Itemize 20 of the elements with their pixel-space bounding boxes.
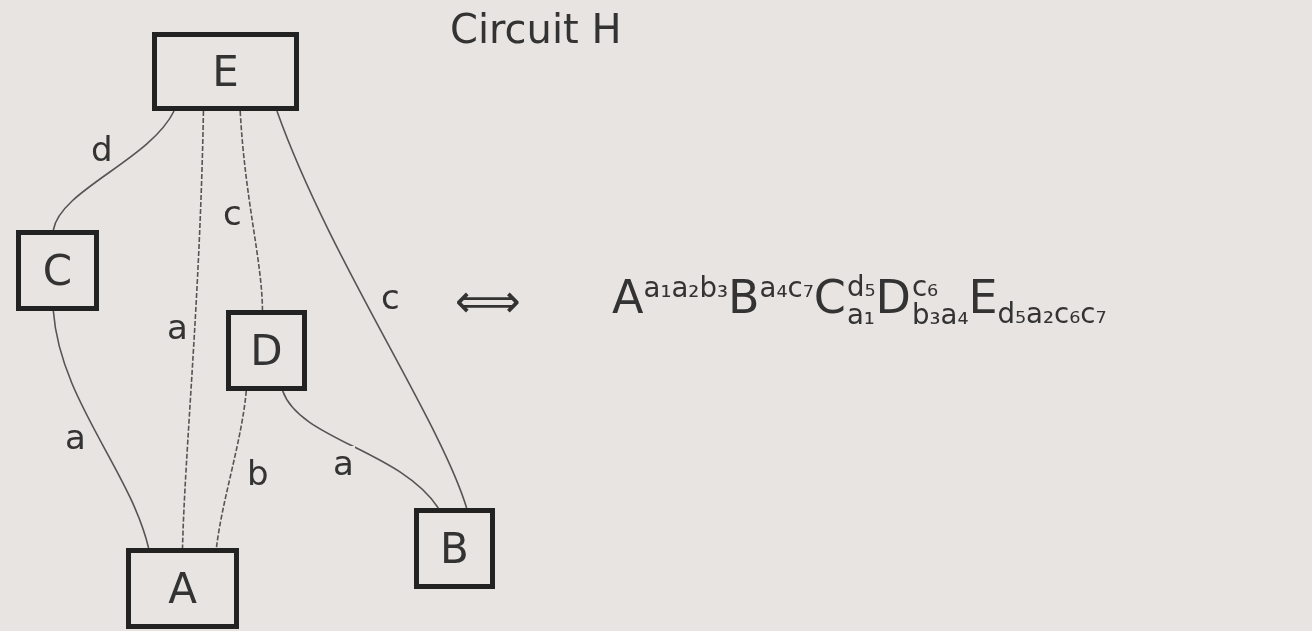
connector-line xyxy=(239,110,264,311)
node-label: A xyxy=(168,564,197,613)
node-box xyxy=(226,310,307,391)
connector-line xyxy=(181,110,205,549)
node-box xyxy=(126,548,239,629)
node-box xyxy=(16,230,99,311)
equivalence-symbol: ⟺ xyxy=(455,274,521,328)
node-label: D xyxy=(250,326,283,375)
node-label: C xyxy=(42,246,73,295)
node-label: B xyxy=(440,524,469,573)
formula: A$^{a₁a₂b₃}$B$^{a₄c₇}$C$^{d₅}$$_{a₁}$D$^{c₆}$$_{b₃a₄}$E$_{d₅a₂c₆c₇}$ xyxy=(612,270,1107,331)
connector-line xyxy=(281,390,440,509)
diagram-title: Circuit H xyxy=(450,6,622,52)
connector-line xyxy=(276,110,468,509)
node-box xyxy=(414,508,495,589)
connector-line xyxy=(52,110,175,231)
connector-line xyxy=(52,310,150,549)
connector-line xyxy=(215,390,248,549)
node-box xyxy=(152,32,299,111)
node-label: E xyxy=(212,47,239,96)
